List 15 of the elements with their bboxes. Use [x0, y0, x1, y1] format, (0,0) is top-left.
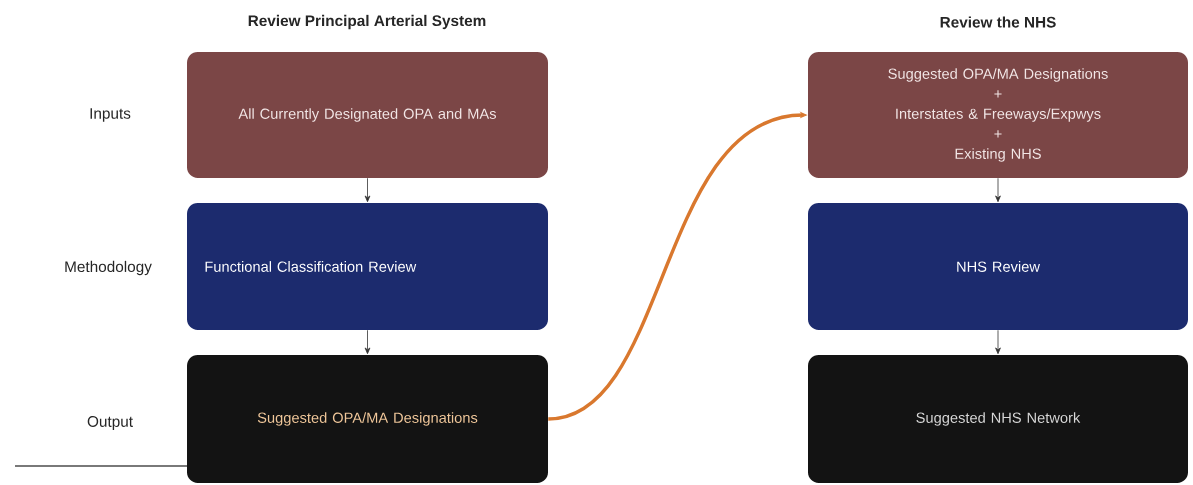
column-heading: Review the NHS [940, 16, 1056, 28]
method-box: Functional Classification Review [187, 203, 548, 330]
arrow [995, 329, 1001, 355]
column-heading: Review Principal Arterial System [248, 14, 486, 30]
arrow [364, 329, 371, 355]
row-label: Methodology [65, 260, 152, 276]
method-box: NHS Review [808, 203, 1188, 330]
input-box: All Currently Designated OPA and MAs [187, 52, 548, 178]
output-box: Suggested OPA/MA Designations [187, 355, 548, 483]
output-box: Suggested NHS Network [808, 355, 1188, 483]
arrow [364, 177, 371, 203]
row-label: Inputs [90, 108, 131, 122]
row-label: Output [87, 416, 133, 430]
input-box: Suggested OPA/MA Designations + Interstates & Freeways/Expwys + Existing NHS [808, 52, 1188, 178]
arrow [995, 177, 1001, 203]
